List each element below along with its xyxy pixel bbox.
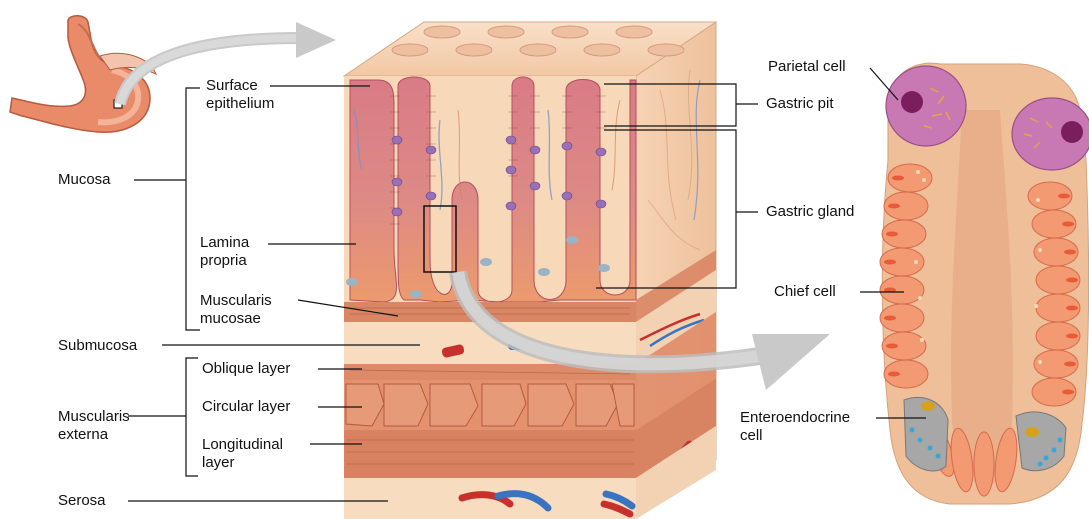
muscularis-externa-line-2: externa: [58, 426, 130, 444]
surface-epithelium-line-1: Surface: [206, 77, 274, 95]
submucosa-label: Submucosa: [58, 337, 137, 355]
serosa-label: Serosa: [58, 492, 106, 510]
muscularis-mucosae-line-1: Muscularis: [200, 292, 272, 310]
muscularis-externa-line-1: Muscularis: [58, 408, 130, 426]
longitudinal-layer-label: Longitudinal layer: [202, 436, 283, 472]
surface-epithelium-label: Surface epithelium: [206, 77, 274, 113]
longitudinal-layer-line-2: layer: [202, 454, 283, 472]
circular-layer-label: Circular layer: [202, 398, 290, 416]
lamina-propria-line-1: Lamina: [200, 234, 249, 252]
muscularis-externa-label: Muscularis externa: [58, 408, 130, 444]
chief-cell-label: Chief cell: [774, 283, 836, 301]
enteroendocrine-line-2: cell: [740, 427, 850, 445]
surface-epithelium-line-2: epithelium: [206, 95, 274, 113]
lamina-propria-label: Lamina propria: [200, 234, 249, 270]
longitudinal-layer-band: [344, 430, 636, 478]
tissue-block: [344, 22, 716, 519]
oblique-layer-label: Oblique layer: [202, 360, 290, 378]
gastric-gland-label: Gastric gland: [766, 203, 854, 221]
parietal-cell-label: Parietal cell: [768, 58, 846, 76]
muscularis-mucosae-line-2: mucosae: [200, 310, 272, 328]
gastric-pit-label: Gastric pit: [766, 95, 834, 113]
mucosa-label: Mucosa: [58, 171, 111, 189]
muscularis-mucosae-label: Muscularis mucosae: [200, 292, 272, 328]
longitudinal-layer-line-1: Longitudinal: [202, 436, 283, 454]
lamina-propria-line-2: propria: [200, 252, 249, 270]
enteroendocrine-line-1: Enteroendocrine: [740, 409, 850, 427]
enteroendocrine-cell-label: Enteroendocrine cell: [740, 409, 850, 445]
gastric-gland-closeup: [880, 63, 1089, 504]
